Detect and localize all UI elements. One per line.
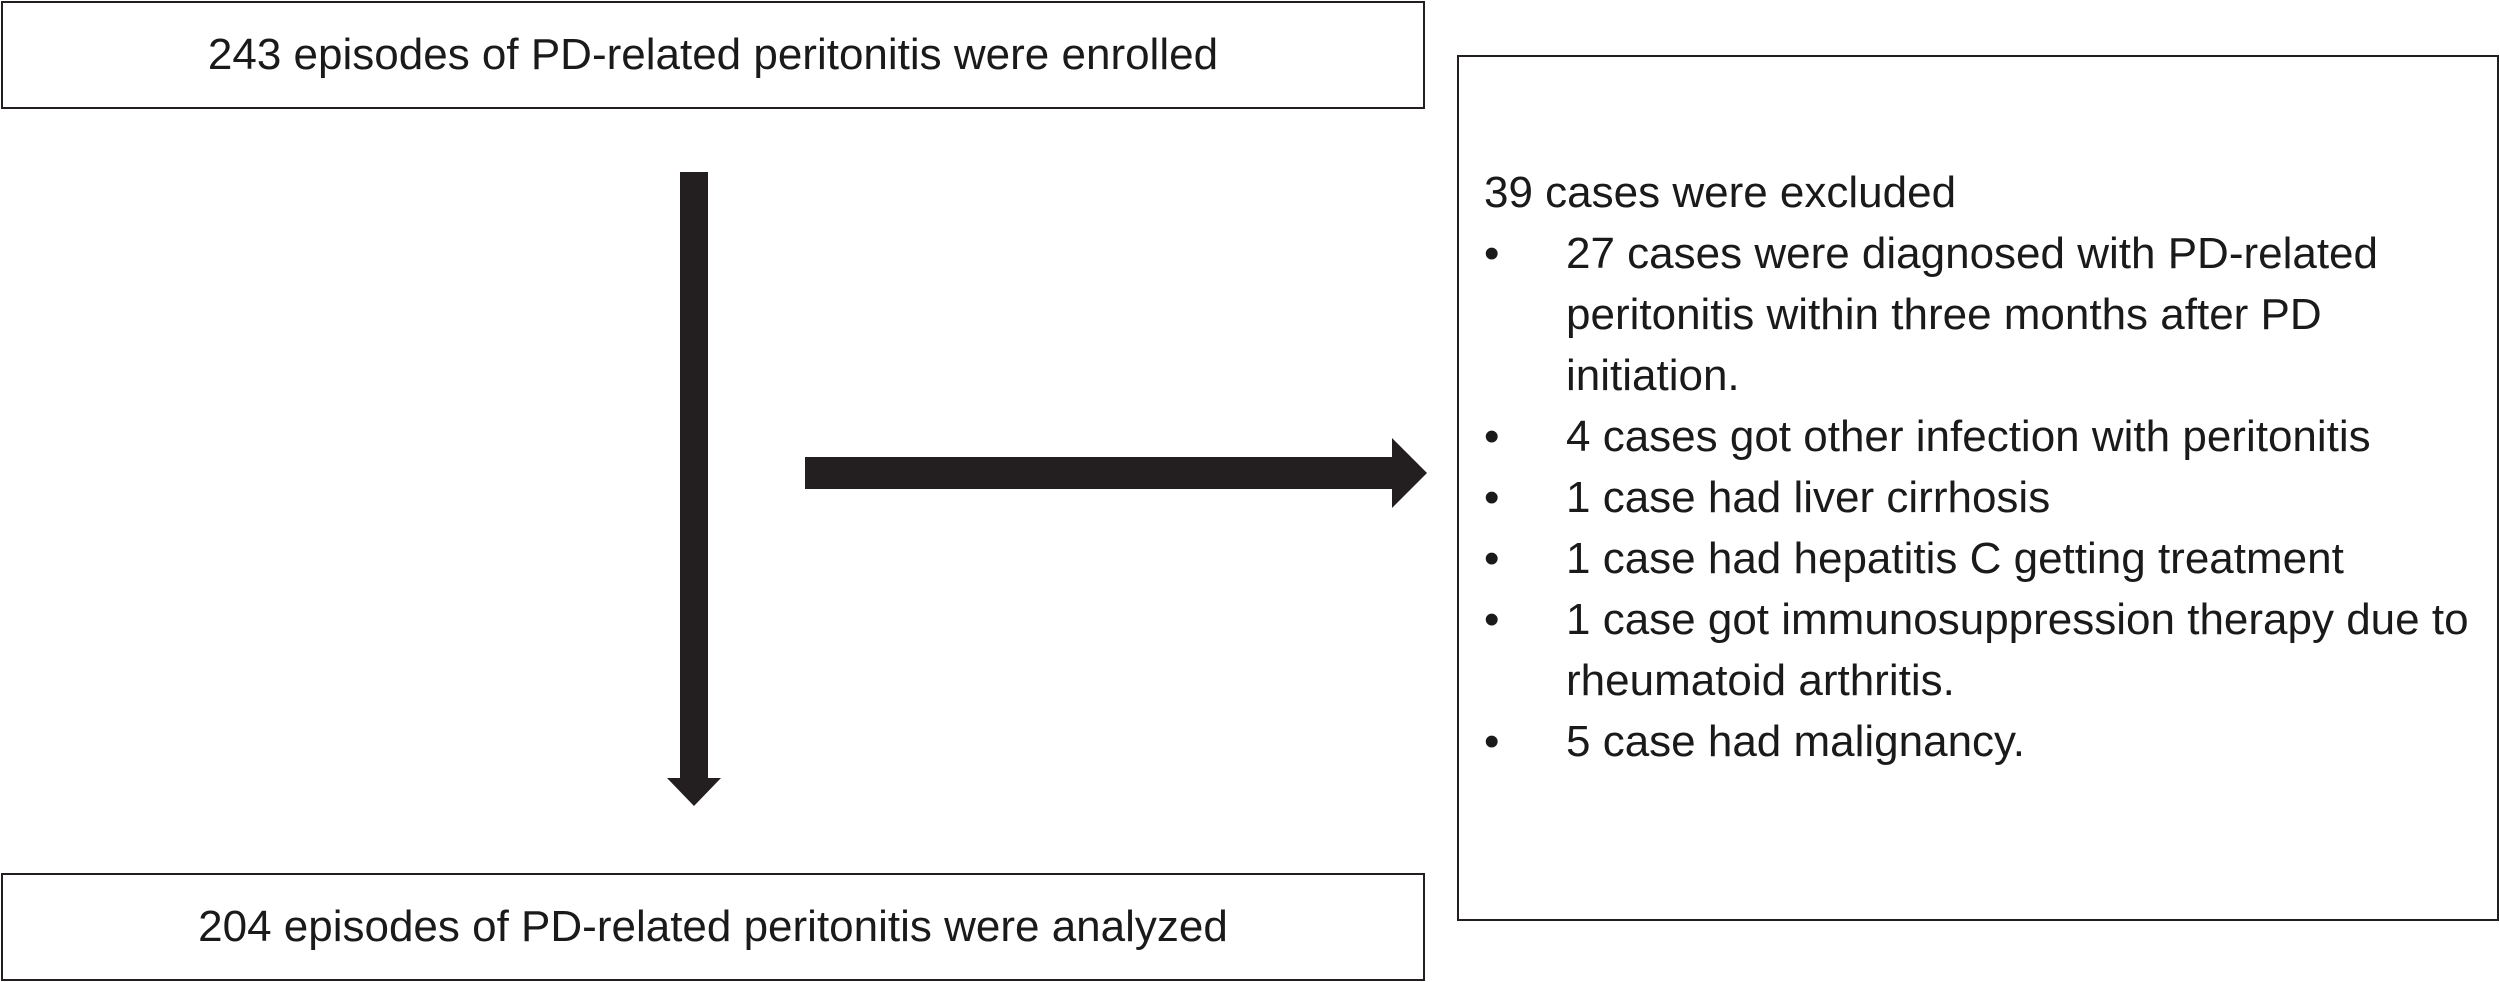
excluded-item: • 1 case had hepatitis C getting treatmen…: [1484, 528, 2473, 589]
analyzed-box: 204 episodes of PD-related peritonitis w…: [1, 873, 1425, 981]
bullet-icon: •: [1484, 229, 1500, 278]
excluded-item-text: 5 case had malignancy.: [1566, 717, 2026, 766]
enrolled-box: 243 episodes of PD-related peritonitis w…: [1, 1, 1425, 109]
analyzed-label: 204 episodes of PD-related peritonitis w…: [198, 902, 1228, 951]
excluded-item: • 4 cases got other infection with perito…: [1484, 406, 2473, 467]
excluded-item-text: 1 case got immunosuppression therapy due…: [1566, 595, 2469, 705]
excluded-item-text: 1 case had liver cirrhosis: [1566, 473, 2051, 522]
right-arrow-icon: [805, 438, 1427, 508]
bullet-icon: •: [1484, 717, 1500, 766]
excluded-box: 39 cases were excluded • 27 cases were di…: [1457, 55, 2499, 921]
excluded-item: • 1 case had liver cirrhosis: [1484, 467, 2473, 528]
bullet-icon: •: [1484, 412, 1500, 461]
down-arrow-icon: [667, 172, 721, 806]
excluded-item: • 27 cases were diagnosed with PD-related…: [1484, 223, 2473, 406]
bullet-icon: •: [1484, 595, 1500, 644]
enrolled-label: 243 episodes of PD-related peritonitis w…: [207, 30, 1219, 79]
bullet-icon: •: [1484, 534, 1500, 583]
excluded-list: • 27 cases were diagnosed with PD-related…: [1484, 223, 2473, 772]
excluded-item: • 5 case had malignancy.: [1484, 711, 2473, 772]
bullet-icon: •: [1484, 473, 1500, 522]
excluded-title: 39 cases were excluded: [1484, 168, 1957, 217]
excluded-item-text: 27 cases were diagnosed with PD-related …: [1566, 229, 2379, 400]
excluded-item-text: 1 case had hepatitis C getting treatment: [1566, 534, 2344, 583]
excluded-item: • 1 case got immunosuppression therapy du…: [1484, 589, 2473, 711]
excluded-item-text: 4 cases got other infection with periton…: [1566, 412, 2371, 461]
